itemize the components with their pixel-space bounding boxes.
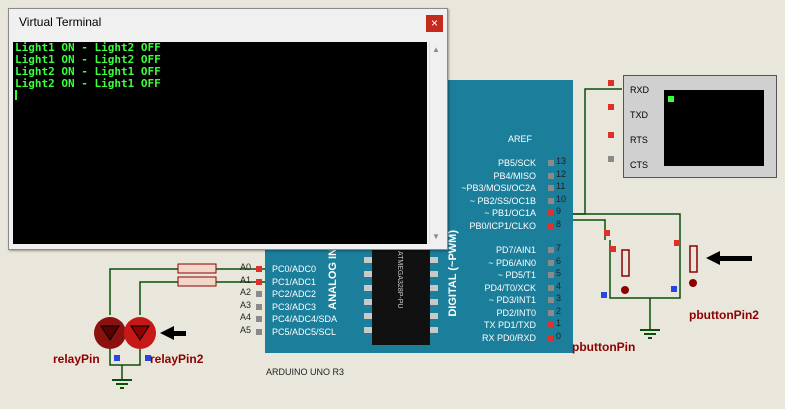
digital-pin-number: 10 [556, 193, 567, 204]
digital-pin-number: 11 [556, 181, 566, 191]
digital-pin-terminal[interactable] [548, 197, 554, 204]
digital-pin-number: 4 [556, 280, 562, 291]
aref-label: AREF [508, 134, 533, 144]
vertical-scrollbar[interactable]: ▲ ▼ [429, 42, 443, 244]
digital-pin-terminal[interactable] [548, 272, 554, 278]
analog-pin-number: A5 [240, 324, 252, 335]
analog-pin-number: A0 [240, 262, 252, 272]
virtual-terminal-screen [664, 90, 764, 166]
pushbutton-2 [679, 240, 698, 296]
digital-pin-terminal[interactable] [548, 210, 554, 216]
relay-led-1 [94, 317, 126, 349]
digital-pin-terminal[interactable] [548, 322, 554, 328]
vt-pin-cts: CTS [630, 160, 648, 170]
digital-pin-label: PD2/INT0 [496, 307, 536, 318]
atmega-chip: ATMEGA328P-PU [364, 247, 438, 345]
digital-pin-label: RX PD0/RXD [481, 332, 536, 343]
digital-pin-label: TX PD1/TXD [483, 320, 536, 330]
vt-pin-rxd: RXD [630, 85, 650, 95]
digital-pin-label: PB0/ICP1/CLKO [469, 220, 536, 231]
digital-pin-terminal[interactable] [548, 297, 554, 303]
digital-pin-label: ~ PB2/SS/OC1B [469, 195, 536, 206]
digital-pin-terminal[interactable] [548, 259, 554, 266]
pbutton-pin-label: pbuttonPin [572, 340, 636, 354]
digital-pin-label: ~ PB1/OC1A [484, 208, 536, 218]
virtual-terminal-device[interactable]: RXD TXD RTS CTS [623, 75, 777, 178]
terminal-line: Light1 ON - Light2 OFF [15, 41, 161, 54]
vt-pin-rts: RTS [630, 135, 648, 145]
digital-pin-number: 12 [556, 168, 567, 179]
relay-led-2 [124, 317, 156, 349]
analog-pin-terminal[interactable] [256, 278, 262, 285]
digital-pin-label: PD7/AIN1 [495, 245, 536, 255]
analog-pin-terminal[interactable] [256, 266, 262, 272]
digital-pin-number: 5 [556, 268, 562, 278]
digital-pin-label: PD4/T0/XCK [484, 282, 536, 293]
digital-pin-number: 8 [556, 218, 562, 229]
digital-pin-number: 7 [556, 243, 562, 253]
pbutton-pin2-label: pbuttonPin2 [689, 308, 759, 322]
vt-pin-txd: TXD [630, 110, 648, 120]
analog-pin-terminal[interactable] [256, 291, 262, 297]
analog-pin-number: A2 [240, 287, 252, 297]
analog-pin-label: PC3/ADC3 [272, 301, 317, 312]
terminal-output[interactable]: Light1 ON - Light2 OFF Light1 ON - Light… [13, 42, 427, 244]
digital-pin-terminal[interactable] [548, 185, 554, 191]
digital-pin-terminal[interactable] [548, 172, 554, 179]
analog-pin-number: A3 [240, 299, 252, 310]
terminal-line: Light2 ON - Light1 OFF [15, 65, 161, 78]
analog-pin-number: A4 [240, 312, 252, 322]
terminal-line: Light2 ON - Light1 OFF [15, 77, 161, 90]
digital-header-label: DIGITAL (~PWM) [447, 230, 459, 317]
digital-pin-number: 13 [556, 156, 567, 166]
board-name: ARDUINO UNO R3 [266, 367, 345, 377]
digital-pin-label: PB4/MISO [493, 170, 536, 181]
digital-pin-number: 9 [556, 206, 562, 216]
analog-pin-label: PC0/ADC0 [272, 264, 317, 274]
analog-pin-number: A1 [240, 274, 252, 285]
digital-pin-terminal[interactable] [548, 309, 554, 316]
digital-pin-number: 2 [556, 305, 562, 316]
relay-pin-label: relayPin [53, 352, 100, 366]
analog-pin-label: PC5/ADC5/SCL [272, 326, 337, 337]
analog-pin-label: PC4/ADC4/SDA [272, 314, 338, 324]
analog-pin-terminal[interactable] [256, 316, 262, 322]
analog-pin-terminal[interactable] [256, 303, 262, 310]
digital-pin-number: 0 [556, 330, 562, 341]
digital-pin-terminal[interactable] [548, 222, 554, 229]
digital-pin-number: 6 [556, 255, 562, 266]
analog-pin-label: PC1/ADC1 [272, 276, 317, 287]
scroll-up-icon[interactable]: ▲ [432, 45, 440, 54]
analog-pin-terminal[interactable] [256, 328, 262, 335]
digital-pin-label: PB5/SCK [497, 158, 536, 168]
terminal-line: Light1 ON - Light2 OFF [15, 53, 161, 66]
relay-pin2-label: relayPin2 [150, 352, 204, 366]
digital-pin-number: 3 [556, 293, 562, 303]
scroll-down-icon[interactable]: ▼ [432, 232, 440, 241]
close-button[interactable]: × [426, 15, 443, 32]
digital-pin-label: ~ PD6/AIN0 [488, 257, 536, 268]
analog-pin-label: PC2/ADC2 [272, 289, 317, 299]
digital-pin-label: ~ PD3/INT1 [488, 295, 536, 305]
analog-header-label: ANALOG IN [327, 248, 339, 310]
digital-pin-label: ~ PD5/T1 [497, 270, 536, 280]
window-title: Virtual Terminal [19, 15, 102, 29]
virtual-terminal-window[interactable]: Virtual Terminal × Light1 ON - Light2 OF… [8, 8, 448, 250]
digital-pin-terminal[interactable] [548, 284, 554, 291]
digital-pin-number: 1 [556, 318, 562, 328]
arrow-icon-button [706, 251, 752, 265]
digital-pin-label: ~PB3/MOSI/OC2A [461, 183, 536, 193]
digital-pin-terminal[interactable] [548, 247, 554, 253]
digital-pin-terminal[interactable] [548, 334, 554, 341]
terminal-cursor [15, 90, 17, 100]
arrow-icon-relay [160, 326, 186, 340]
digital-pin-terminal[interactable] [548, 160, 554, 166]
